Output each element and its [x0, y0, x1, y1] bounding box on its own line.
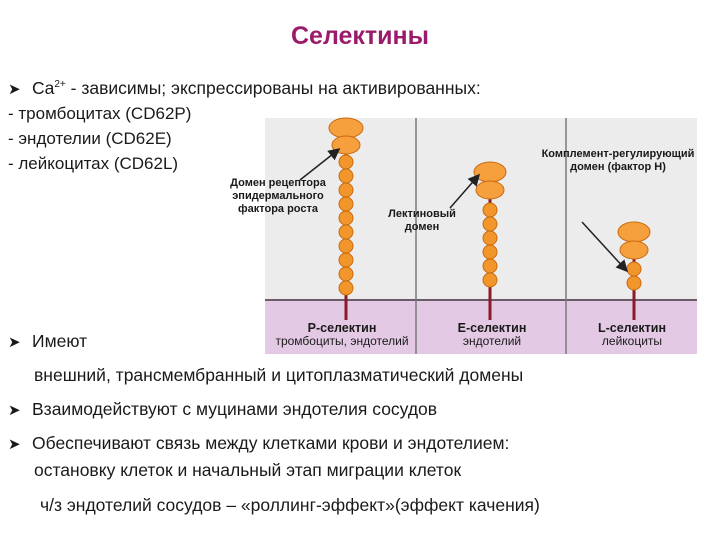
egf-domain-label: Домен рецептора эпидермального фактора р… [230, 177, 326, 215]
bullet-interact: ➤ Взаимодействуют с муцинами эндотелия со… [8, 398, 437, 422]
bullet-provide-line3: ч/з эндотелий сосудов – «роллинг-эффект»… [40, 495, 540, 515]
e-selectin-name: E-селектин [457, 321, 527, 335]
arrow-bullet-icon: ➤ [8, 436, 21, 453]
bullet-provide: ➤ Обеспечивают связь между клетками крови… [8, 432, 509, 456]
lectin-pointer-arrow [449, 173, 480, 209]
p-selectin-name: P-селектин [307, 321, 377, 335]
slide-title: Селектины [291, 22, 429, 50]
ca-charge: 2+ [54, 79, 66, 90]
bullet-have: ➤ Имеют [8, 330, 87, 354]
list-item-endothelium: - эндотелии (CD62E) [8, 129, 172, 148]
p-selectin-label: P-селектин тромбоциты, эндотелий [268, 322, 416, 348]
ca-text: - зависимы; экспрессированы на активиров… [65, 78, 481, 98]
bullet-provide-line2: остановку клеток и начальный этап миграц… [34, 460, 462, 480]
l-selectin-cells: лейкоциты [601, 334, 663, 348]
arrow-bullet-icon: ➤ [8, 402, 21, 419]
arrow-bullet-icon: ➤ [8, 81, 21, 98]
e-selectin-cells: эндотелий [462, 334, 522, 348]
egf-pointer-arrow [299, 148, 341, 181]
e-selectin-molecule [473, 161, 507, 320]
bullet-interact-text: Взаимодействуют с муцинами эндотелия сос… [32, 399, 438, 419]
membrane-band [265, 300, 697, 354]
bullet-provide-text: Обеспечивают связь между клетками крови … [32, 433, 510, 453]
l-selectin-label: L-селектин лейкоциты [568, 322, 696, 348]
complement-domain-label: Комплемент-регулирующий домен (фактор H) [541, 148, 695, 173]
bullet-ca-dependence: ➤ Ca2+ - зависимы; экспрессированы на акт… [8, 74, 481, 101]
ca-symbol: Ca [32, 78, 55, 98]
arrow-bullet-icon: ➤ [8, 334, 21, 351]
bullet-have-text: Имеют [32, 331, 88, 351]
p-selectin-cells: тромбоциты, эндотелий [275, 334, 409, 348]
list-item-leukocytes: - лейкоцитах (CD62L) [8, 154, 179, 173]
l-selectin-name: L-селектин [597, 321, 667, 335]
bullet-have-continued: внешний, трансмембранный и цитоплазматич… [34, 365, 524, 385]
p-selectin-molecule [328, 117, 364, 320]
lectin-domain-label: Лектиновый домен [388, 208, 456, 233]
complement-pointer-arrow [581, 221, 629, 273]
e-selectin-label: E-селектин эндотелий [418, 322, 566, 348]
list-item-platelets: - тромбоцитах (CD62P) [8, 104, 192, 123]
l-selectin-molecule [617, 221, 651, 320]
